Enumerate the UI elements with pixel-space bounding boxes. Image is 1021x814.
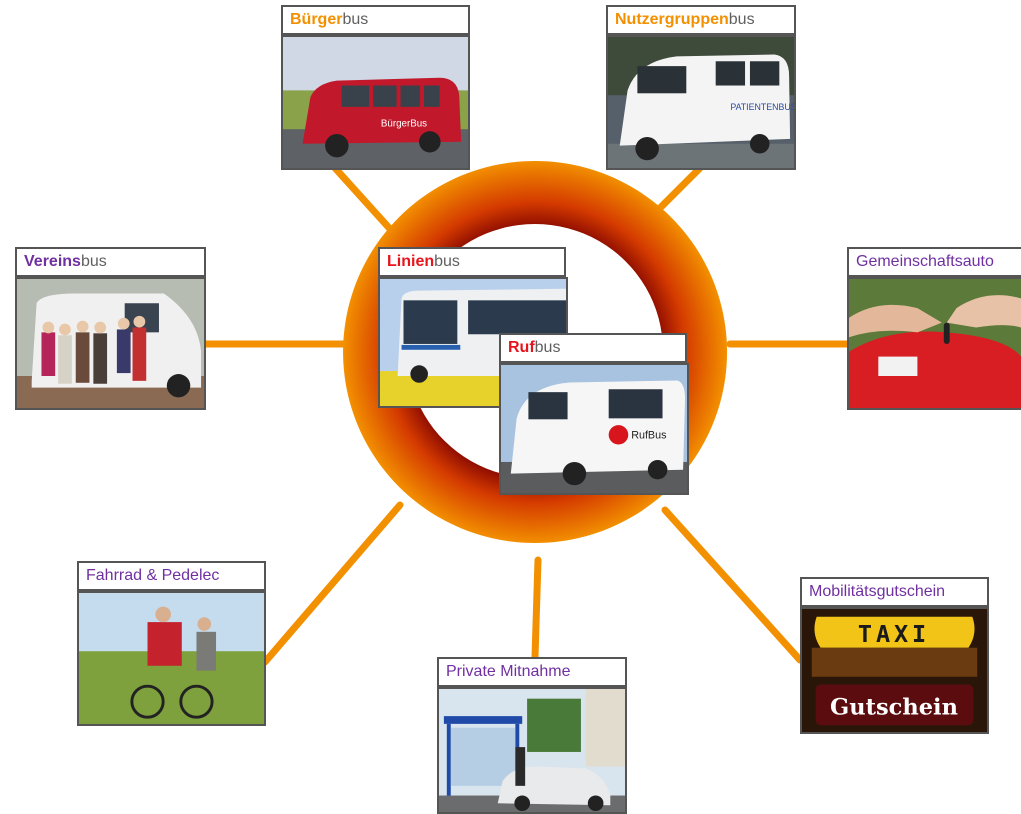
suffix: bus	[534, 339, 561, 356]
photo-gutschein: TAXI Gutschein	[800, 607, 989, 734]
node-rufbus[interactable]: Rufbus RufBus	[499, 333, 689, 495]
keyword: Bürger	[290, 11, 343, 28]
node-linienbus[interactable]: Linienbus	[378, 247, 568, 410]
spoke-gutschein	[661, 506, 804, 664]
label-vereinsbus: Vereinsbus	[15, 247, 206, 277]
label-linienbus: Linienbus	[378, 247, 566, 277]
suffix: bus	[434, 253, 460, 270]
suffix: bus	[342, 11, 369, 28]
suffix: bus	[728, 11, 755, 28]
photo-side-text: RufBus	[631, 430, 666, 442]
photo-linienbus	[378, 277, 568, 408]
keyword: Linien	[387, 253, 435, 270]
gutschein-sign-text: Gutschein	[830, 695, 958, 721]
photo-logo-text: BürgerBus	[381, 118, 427, 129]
spoke-mitnahme	[531, 556, 542, 661]
photo-mitnahme	[437, 687, 627, 814]
label-gemeinschaftsauto: Gemeinschaftsauto	[847, 247, 1021, 277]
suffix: bus	[80, 253, 107, 270]
photo-rufbus: RufBus	[499, 363, 689, 495]
photo-buergerbus: BürgerBus	[281, 35, 470, 170]
keyword: Nutzergruppen	[615, 11, 729, 28]
label-rufbus: Rufbus	[499, 333, 687, 363]
photo-gemeinschaftsauto	[847, 277, 1021, 410]
photo-side-text: PATIENTENBUS	[730, 102, 794, 112]
photo-fahrrad	[77, 591, 266, 726]
photo-nutzergruppenbus: PATIENTENBUS	[606, 35, 796, 170]
label-fahrrad: Fahrrad & Pedelec	[77, 561, 266, 591]
label-mitnahme: Private Mitnahme	[437, 657, 627, 687]
node-vereinsbus[interactable]: Vereinsbus	[15, 247, 206, 410]
label-gutschein: Mobilitätsgutschein	[800, 577, 989, 607]
node-buergerbus[interactable]: Bürgerbus BürgerBus	[281, 5, 470, 170]
node-mitnahme[interactable]: Private Mitnahme	[437, 657, 627, 814]
keyword: Vereins	[24, 253, 81, 270]
node-nutzergruppenbus[interactable]: Nutzergruppenbus PATIENTENBUS	[606, 5, 796, 170]
photo-vereinsbus	[15, 277, 206, 410]
label-buergerbus: Bürgerbus	[281, 5, 470, 35]
spoke-fahrrad	[261, 501, 404, 666]
taxi-sign-text: TAXI	[858, 620, 930, 648]
keyword: Ruf	[508, 339, 535, 356]
node-fahrrad[interactable]: Fahrrad & Pedelec	[77, 561, 266, 726]
node-gutschein[interactable]: Mobilitätsgutschein TAXI Gutschein	[800, 577, 989, 734]
label-nutzergruppenbus: Nutzergruppenbus	[606, 5, 796, 35]
node-gemeinschaftsauto[interactable]: Gemeinschaftsauto	[847, 247, 1021, 410]
